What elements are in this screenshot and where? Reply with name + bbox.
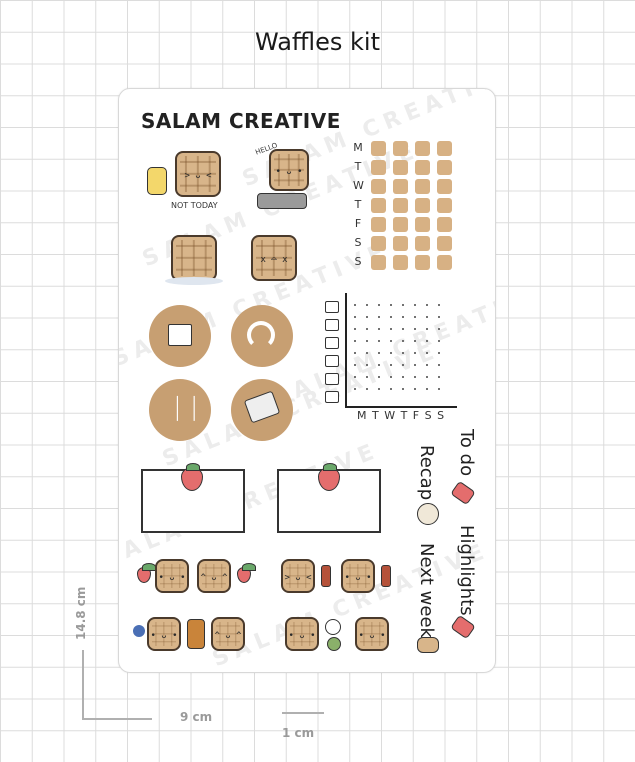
mug-icon [325, 373, 339, 385]
circle-sticker [149, 305, 211, 367]
waffle-sticker: • ᴗ • [269, 149, 309, 191]
tracker-square [415, 255, 430, 270]
tracker-square [437, 198, 452, 213]
scale-label: 1 cm [282, 726, 315, 740]
tape-icon [450, 480, 476, 506]
width-label: 9 cm [180, 710, 213, 724]
waffle-sticker: • ᴗ • [155, 559, 189, 593]
waffle-sticker: > ᴗ < [281, 559, 315, 593]
tracker-square [415, 160, 430, 175]
book-icon [168, 324, 192, 346]
mug-icon [325, 355, 339, 367]
tracker-square [371, 217, 386, 232]
plate-icon [165, 277, 223, 285]
tracker-square [437, 217, 452, 232]
tracker-x-axis [345, 406, 457, 408]
egg-icon [325, 619, 341, 635]
tracker-square [437, 255, 452, 270]
page-title: Waffles kit [255, 28, 380, 56]
tracker-square [437, 141, 452, 156]
headphones-icon [247, 321, 275, 349]
tracker-square [371, 141, 386, 156]
tracker-square [415, 236, 430, 251]
waffle-sticker: • ᴗ • [285, 617, 319, 651]
bacon-icon [321, 565, 331, 587]
tracker-square [393, 141, 408, 156]
tracker-square [437, 160, 452, 175]
day-label: T [354, 198, 362, 211]
day-label: M [353, 141, 363, 154]
mug-icon [325, 391, 339, 403]
honey-jar-icon [147, 167, 167, 195]
tracker-square [415, 217, 430, 232]
brand-logo: SALAM CREATIVE [141, 109, 341, 133]
strawberry-icon [237, 563, 256, 583]
avocado-icon [327, 637, 341, 651]
mug-icon [325, 319, 339, 331]
tracker-square [371, 255, 386, 270]
recap-label: Recap [416, 445, 437, 501]
mug-icon [325, 301, 339, 313]
tracker-square [371, 179, 386, 194]
mug-icon [325, 337, 339, 349]
waffle-sticker: ^ ᴗ ^ [211, 617, 245, 651]
height-indicator-line [82, 650, 84, 720]
tracker-square [415, 198, 430, 213]
width-indicator-line [82, 718, 152, 720]
blueberries-icon [133, 625, 145, 637]
waffle-sticker: x ⌓ x [251, 235, 297, 281]
tracker-square [371, 236, 386, 251]
circle-sticker [231, 379, 293, 441]
day-label: W [353, 179, 364, 192]
tracker-square [393, 198, 408, 213]
strawberry-icon [137, 563, 156, 583]
tracker-square [437, 179, 452, 194]
to-do-label: To do [456, 429, 477, 477]
height-label: 14.8 cm [74, 586, 88, 640]
waffle-maker-icon [257, 193, 307, 209]
waffle-sticker [171, 235, 217, 281]
day-label: S [354, 236, 362, 249]
tracker-square [415, 179, 430, 194]
strawberry-icon [181, 463, 203, 491]
tracker-square [393, 236, 408, 251]
bread-icon [417, 637, 439, 653]
tracker-square [393, 179, 408, 194]
scale-bar [282, 712, 324, 714]
tracker-square [371, 160, 386, 175]
waffle-sticker: > ᴗ < [175, 151, 221, 197]
coffee-tray-icon [243, 390, 281, 424]
sticker-sheet: SALAM CREATIVE SALAM CREATIVE SALAM CREA… [118, 88, 496, 673]
waffle-sticker: ^ ᴗ ^ [197, 559, 231, 593]
bacon-icon [381, 565, 391, 587]
strawberry-icon [318, 463, 340, 491]
tracker-square [415, 141, 430, 156]
circle-sticker [231, 305, 293, 367]
highlights-label: Highlights [456, 525, 477, 616]
tracker-square [393, 255, 408, 270]
day-label: F [354, 217, 362, 230]
tracker-square [393, 217, 408, 232]
not-today-label: NOT TODAY [171, 201, 218, 210]
tracker-y-axis [345, 293, 347, 407]
waffle-sticker: • ᴗ • [341, 559, 375, 593]
circle-sticker: ᛁᛁ [149, 379, 211, 441]
tracker-square [393, 160, 408, 175]
tracker-dot-grid [349, 299, 449, 399]
tracker-square [371, 198, 386, 213]
day-label: T [354, 160, 362, 173]
day-label: S [354, 255, 362, 268]
tape-icon [450, 614, 476, 640]
tracker-square [437, 236, 452, 251]
croissant-icon [417, 503, 439, 525]
tracker-days-label: M T W T F S S [357, 409, 446, 422]
fork-knife-icon: ᛁᛁ [169, 393, 203, 424]
waffle-sticker: • ᴗ • [147, 617, 181, 651]
next-week-label: Next week [416, 543, 437, 638]
syrup-bottle-icon [187, 619, 205, 649]
waffle-sticker: • ᴗ • [355, 617, 389, 651]
